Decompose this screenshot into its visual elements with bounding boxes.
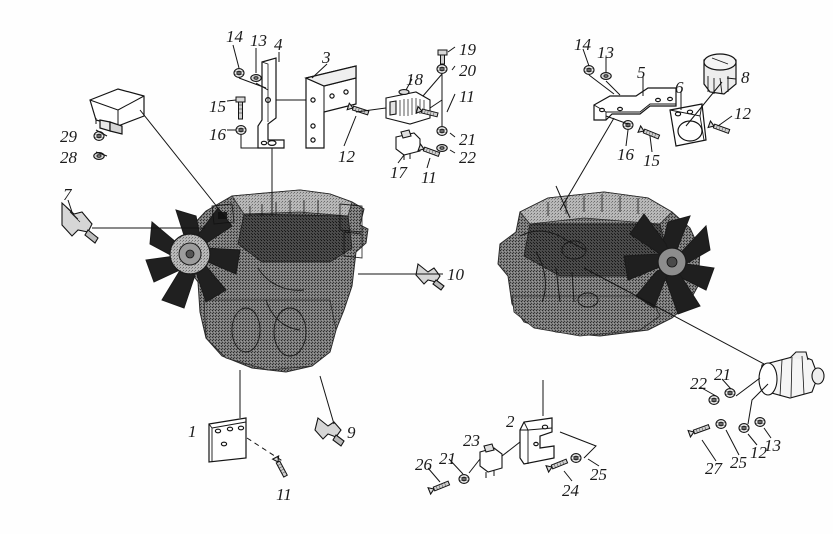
callout-25-right: 25 [730,453,747,472]
callout-13-right: 13 [597,43,614,62]
callout-18: 18 [406,70,423,89]
starter-motor [758,351,825,399]
callout-10: 10 [447,265,464,284]
bracket-4 [257,57,285,149]
fastener-21-right [724,388,736,398]
fastener-22-upper [436,144,448,152]
sensor-10 [415,262,445,291]
fastener-22-right [708,395,720,405]
callout-17: 17 [390,163,407,182]
fastener-16-right [622,120,634,130]
fastener-13-bottom [754,417,766,427]
callout-24: 24 [562,481,579,500]
callout-25-center: 25 [590,465,607,484]
fastener-15 [235,96,246,120]
bracket-2 [519,417,555,465]
sensor-17 [395,129,421,160]
fastener-11-lower [417,143,441,159]
callout-11-upper: 11 [459,87,475,106]
sensor-23 [479,443,503,478]
bracket-5 [593,87,677,121]
right-engine-fan [623,213,715,315]
fastener-13 [250,74,262,82]
sensor-7 [61,201,99,244]
fastener-12-left [346,102,370,117]
callout-23: 23 [463,431,480,450]
callout-9: 9 [347,423,356,442]
fastener-14-right [583,65,595,75]
control-unit [89,88,145,135]
callout-28: 28 [60,148,77,167]
callout-11-lower: 11 [421,168,437,187]
callout-4: 4 [274,35,283,54]
callout-20: 20 [459,61,476,80]
callout-14-right: 14 [574,35,591,54]
fastener-25-right [715,419,727,429]
left-engine-fan [145,207,241,309]
callout-13-left: 13 [250,31,267,50]
fastener-12-bottom [738,423,750,433]
fastener-21-lower [458,474,470,484]
callout-13-bottom: 13 [764,436,781,455]
fastener-25-center [570,453,582,463]
callout-15-right: 15 [643,151,660,170]
plate-1 [208,417,247,463]
plate-3 [304,65,357,149]
fastener-20 [436,64,448,74]
fastener-15-right [637,125,661,141]
bracket-6 [669,103,707,147]
callout-6: 6 [675,78,684,97]
left-engine-image [145,189,369,373]
callout-2: 2 [506,412,515,431]
fastener-12-right [707,120,731,136]
fastener-27 [687,422,711,438]
sensor-9 [314,417,345,447]
callout-12-bottom: 12 [750,443,767,462]
leader-lines [67,44,772,483]
callout-14-left: 14 [226,27,243,46]
callout-11-plate: 11 [276,485,292,504]
mount-8 [703,53,737,95]
callout-16-right: 16 [617,145,634,164]
callout-21-right: 21 [714,365,731,384]
callout-19: 19 [459,40,476,59]
callout-3: 3 [322,48,331,67]
fastener-24 [545,457,569,473]
fastener-29 [93,131,105,141]
callout-29: 29 [60,127,77,146]
connector-18 [385,89,431,125]
callout-8: 8 [741,68,750,87]
callout-26: 26 [415,455,432,474]
callout-22-right: 22 [690,374,707,393]
fastener-14 [233,68,245,78]
fastener-19 [437,49,448,65]
callout-7: 7 [63,185,72,204]
callout-12-left: 12 [338,147,355,166]
fastener-21-upper [436,126,448,136]
callout-1: 1 [188,422,197,441]
callout-21-upper: 21 [459,130,476,149]
callout-21-lower: 21 [439,449,456,468]
right-engine-image [497,191,715,337]
callout-5: 5 [637,63,646,82]
callout-16-left: 16 [209,125,226,144]
callout-12-right: 12 [734,104,751,123]
callout-27: 27 [705,459,722,478]
fastener-26 [427,479,451,495]
fastener-13-right [600,72,612,80]
callout-22-upper: 22 [459,148,476,167]
fastener-16 [235,125,247,135]
callout-15-left: 15 [209,97,226,116]
